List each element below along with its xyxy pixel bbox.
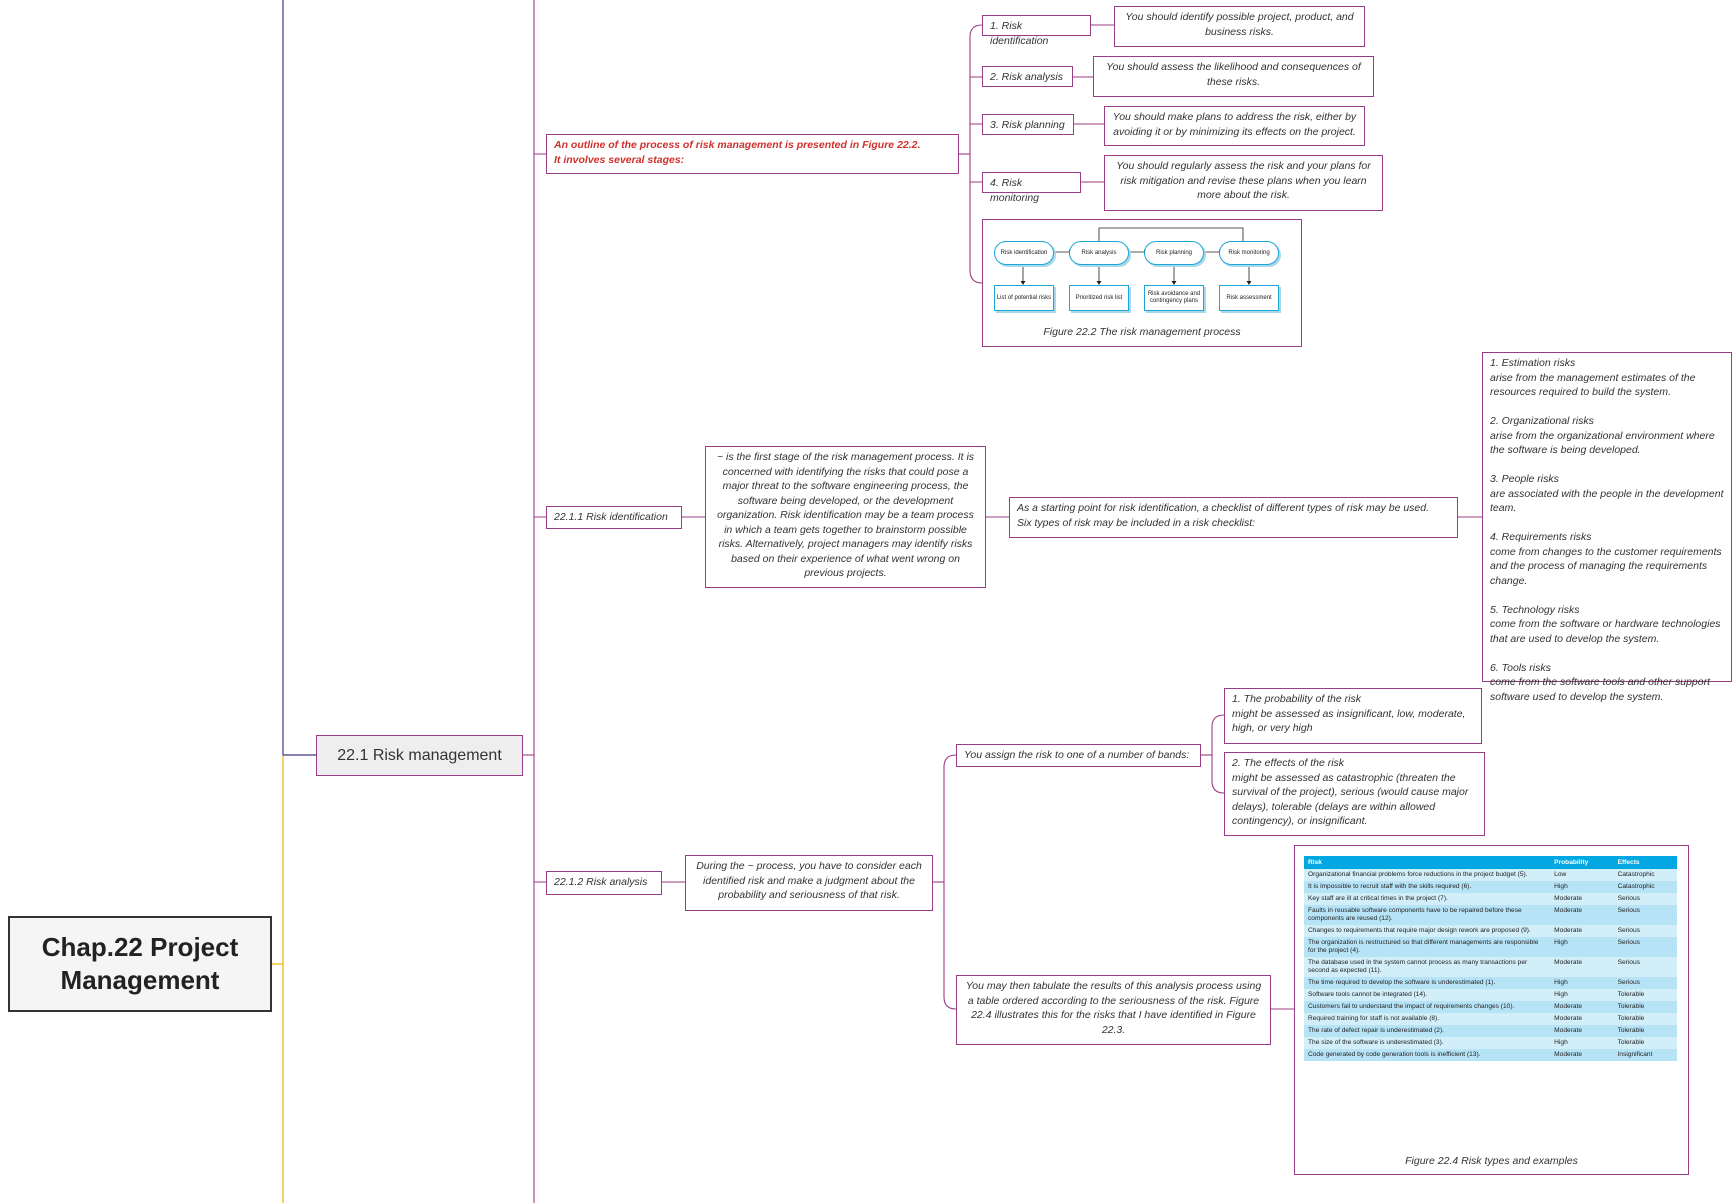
table-row: The database used in the system cannot p… [1304,957,1677,977]
table-row: The size of the software is underestimat… [1304,1037,1677,1049]
stage-risk-analysis[interactable]: 2. Risk analysis [982,66,1073,87]
table-row: Customers fail to understand the impact … [1304,1001,1677,1013]
output-potential-risks: List of potential risks [994,285,1054,311]
output-risk-assessment: Risk assessment [1219,285,1279,311]
tabulate-results-node[interactable]: You may then tabulate the results of thi… [956,975,1271,1045]
table-row: The rate of defect repair is underestima… [1304,1025,1677,1037]
figure-22-4-caption: Figure 22.4 Risk types and examples [1405,1155,1578,1167]
risk-analysis-node[interactable]: 22.1.2 Risk analysis [546,871,662,895]
risk-checklist-node[interactable]: As a starting point for risk identificat… [1009,497,1458,538]
table-row: Software tools cannot be integrated (14)… [1304,989,1677,1001]
table-row: The time required to develop the softwar… [1304,977,1677,989]
stage-planning-desc[interactable]: You should make plans to address the ris… [1104,106,1365,146]
header-risk: Risk [1304,856,1551,869]
stage-identification-desc[interactable]: You should identify possible project, pr… [1114,6,1365,47]
risk-process-figure[interactable]: Risk identification Risk analysis Risk p… [982,219,1302,347]
risk-identification-desc[interactable]: ~ is the first stage of the risk managem… [705,446,986,588]
probability-band-node[interactable]: 1. The probability of the risk might be … [1224,688,1482,744]
table-row: Changes to requirements that require maj… [1304,925,1677,937]
pill-risk-monitoring: Risk monitoring [1219,241,1279,265]
stage-risk-planning[interactable]: 3. Risk planning [982,114,1074,135]
output-prioritized-list: Prioritized risk list [1069,285,1129,311]
table-row: Faults in reusable software components h… [1304,905,1677,925]
header-probability: Probability [1550,856,1614,869]
pill-risk-planning: Risk planning [1144,241,1204,265]
table-row: Organizational financial problems force … [1304,869,1677,881]
table-row: It is impossible to recruit staff with t… [1304,881,1677,893]
stage-analysis-desc[interactable]: You should assess the likelihood and con… [1093,56,1374,97]
effects-band-node[interactable]: 2. The effects of the risk might be asse… [1224,752,1485,836]
risk-types-table-figure[interactable]: Risk Probability Effects Organizational … [1294,845,1689,1175]
outline-node[interactable]: An outline of the process of risk manage… [546,134,959,174]
risk-table: Risk Probability Effects Organizational … [1304,856,1677,1061]
table-row: Required training for staff is not avail… [1304,1013,1677,1025]
risk-identification-node[interactable]: 22.1.1 Risk identification [546,506,682,529]
stage-monitoring-desc[interactable]: You should regularly assess the risk and… [1104,155,1383,211]
table-row: Code generated by code generation tools … [1304,1049,1677,1061]
table-row: The organization is restructured so that… [1304,937,1677,957]
risk-bands-node[interactable]: You assign the risk to one of a number o… [956,744,1201,767]
risk-analysis-desc[interactable]: During the ~ process, you have to consid… [685,855,933,911]
pill-risk-identification: Risk identification [994,241,1054,265]
root-topic[interactable]: Chap.22 Project Management [8,916,272,1012]
table-row: Key staff are ill at critical times in t… [1304,893,1677,905]
header-effects: Effects [1613,856,1677,869]
output-contingency-plans: Risk avoidance and contingency plans [1144,285,1204,311]
risk-types-list[interactable]: 1. Estimation risks arise from the manag… [1482,352,1732,703]
main-topic-risk-management[interactable]: 22.1 Risk management [316,735,523,776]
stage-risk-identification[interactable]: 1. Risk identification [982,15,1091,47]
figure-22-2-caption: Figure 22.2 The risk management process [1043,326,1241,338]
stage-risk-monitoring[interactable]: 4. Risk monitoring [982,172,1081,204]
pill-risk-analysis: Risk analysis [1069,241,1129,265]
